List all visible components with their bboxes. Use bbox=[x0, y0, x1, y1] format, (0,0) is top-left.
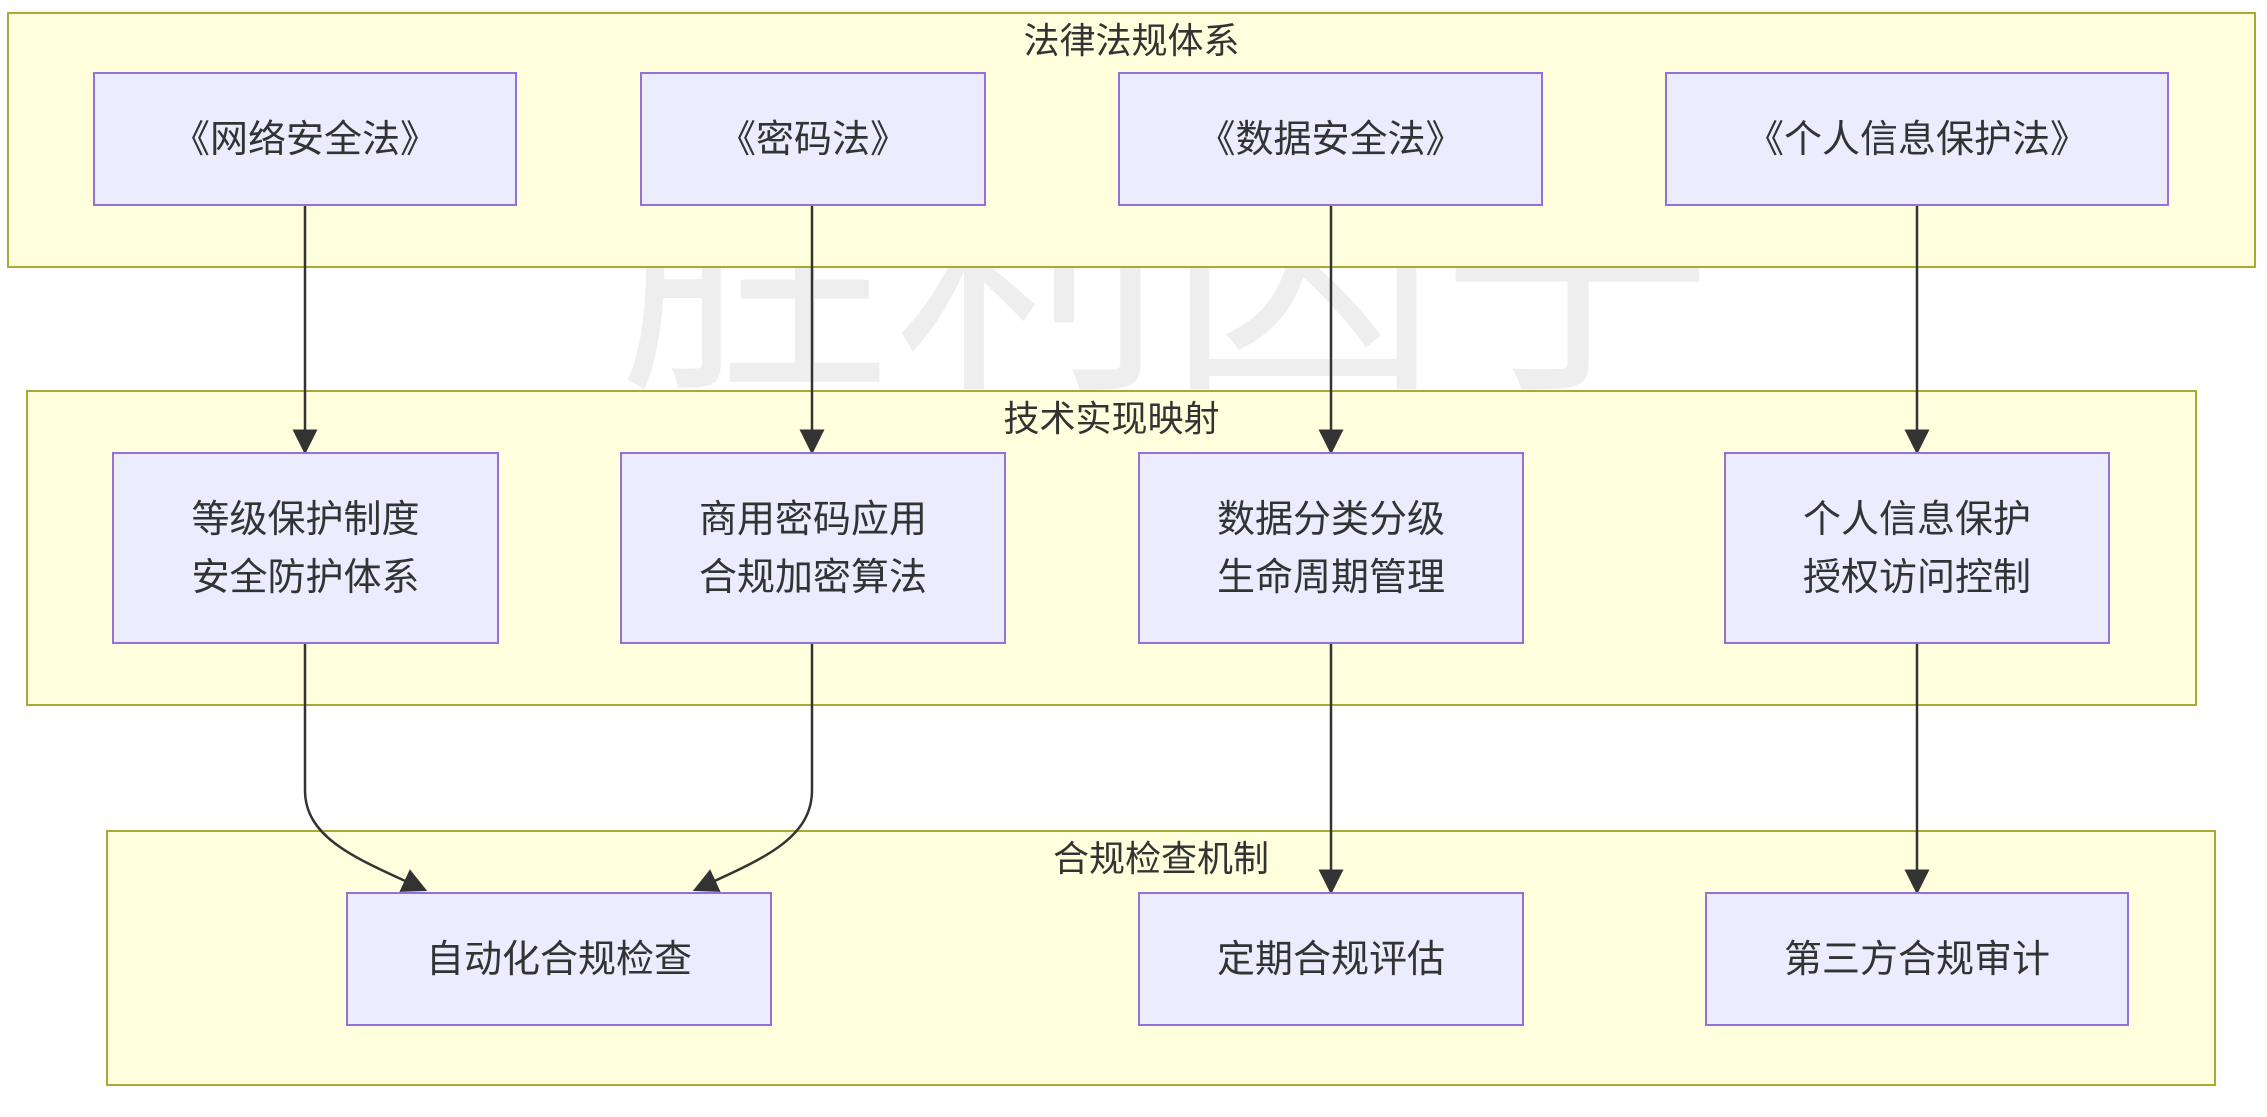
node-label: 《个人信息保护法》 bbox=[1745, 117, 2088, 161]
node-line-1: 商用密码应用 bbox=[698, 497, 927, 541]
cluster-title: 合规检查机制 bbox=[1052, 839, 1269, 880]
node-data-security-law[interactable]: 《数据安全法》 bbox=[1118, 72, 1543, 206]
node-line-1: 个人信息保护 bbox=[1802, 497, 2031, 541]
node-third-party-audit[interactable]: 第三方合规审计 bbox=[1705, 892, 2129, 1026]
node-personal-info-protection[interactable]: 个人信息保护 授权访问控制 bbox=[1724, 452, 2110, 644]
node-line-2: 生命周期管理 bbox=[1216, 555, 1445, 599]
node-line-1: 等级保护制度 bbox=[191, 497, 420, 541]
edge-tech1-check1 bbox=[303, 644, 428, 892]
cluster-title: 法律法规体系 bbox=[1023, 21, 1240, 62]
node-label: 《数据安全法》 bbox=[1197, 117, 1464, 161]
node-cryptography-law[interactable]: 《密码法》 bbox=[640, 72, 986, 206]
node-line-2: 安全防护体系 bbox=[191, 555, 420, 599]
node-line-1: 数据分类分级 bbox=[1216, 497, 1445, 541]
edge-tech2-check1 bbox=[692, 644, 814, 892]
node-data-classification[interactable]: 数据分类分级 生命周期管理 bbox=[1138, 452, 1524, 644]
node-label: 自动化合规检查 bbox=[425, 937, 692, 981]
node-line-2: 授权访问控制 bbox=[1802, 555, 2031, 599]
node-personal-info-law[interactable]: 《个人信息保护法》 bbox=[1665, 72, 2169, 206]
cluster-title: 技术实现映射 bbox=[1003, 399, 1220, 440]
node-automated-check[interactable]: 自动化合规检查 bbox=[346, 892, 772, 1026]
node-label: 第三方合规审计 bbox=[1783, 937, 2050, 981]
node-label: 《网络安全法》 bbox=[171, 117, 438, 161]
node-cybersecurity-law[interactable]: 《网络安全法》 bbox=[93, 72, 517, 206]
node-commercial-crypto[interactable]: 商用密码应用 合规加密算法 bbox=[620, 452, 1006, 644]
node-label: 定期合规评估 bbox=[1216, 937, 1445, 981]
node-label: 《密码法》 bbox=[717, 117, 908, 161]
node-periodic-assessment[interactable]: 定期合规评估 bbox=[1138, 892, 1524, 1026]
node-line-2: 合规加密算法 bbox=[698, 555, 927, 599]
node-graded-protection[interactable]: 等级保护制度 安全防护体系 bbox=[112, 452, 499, 644]
